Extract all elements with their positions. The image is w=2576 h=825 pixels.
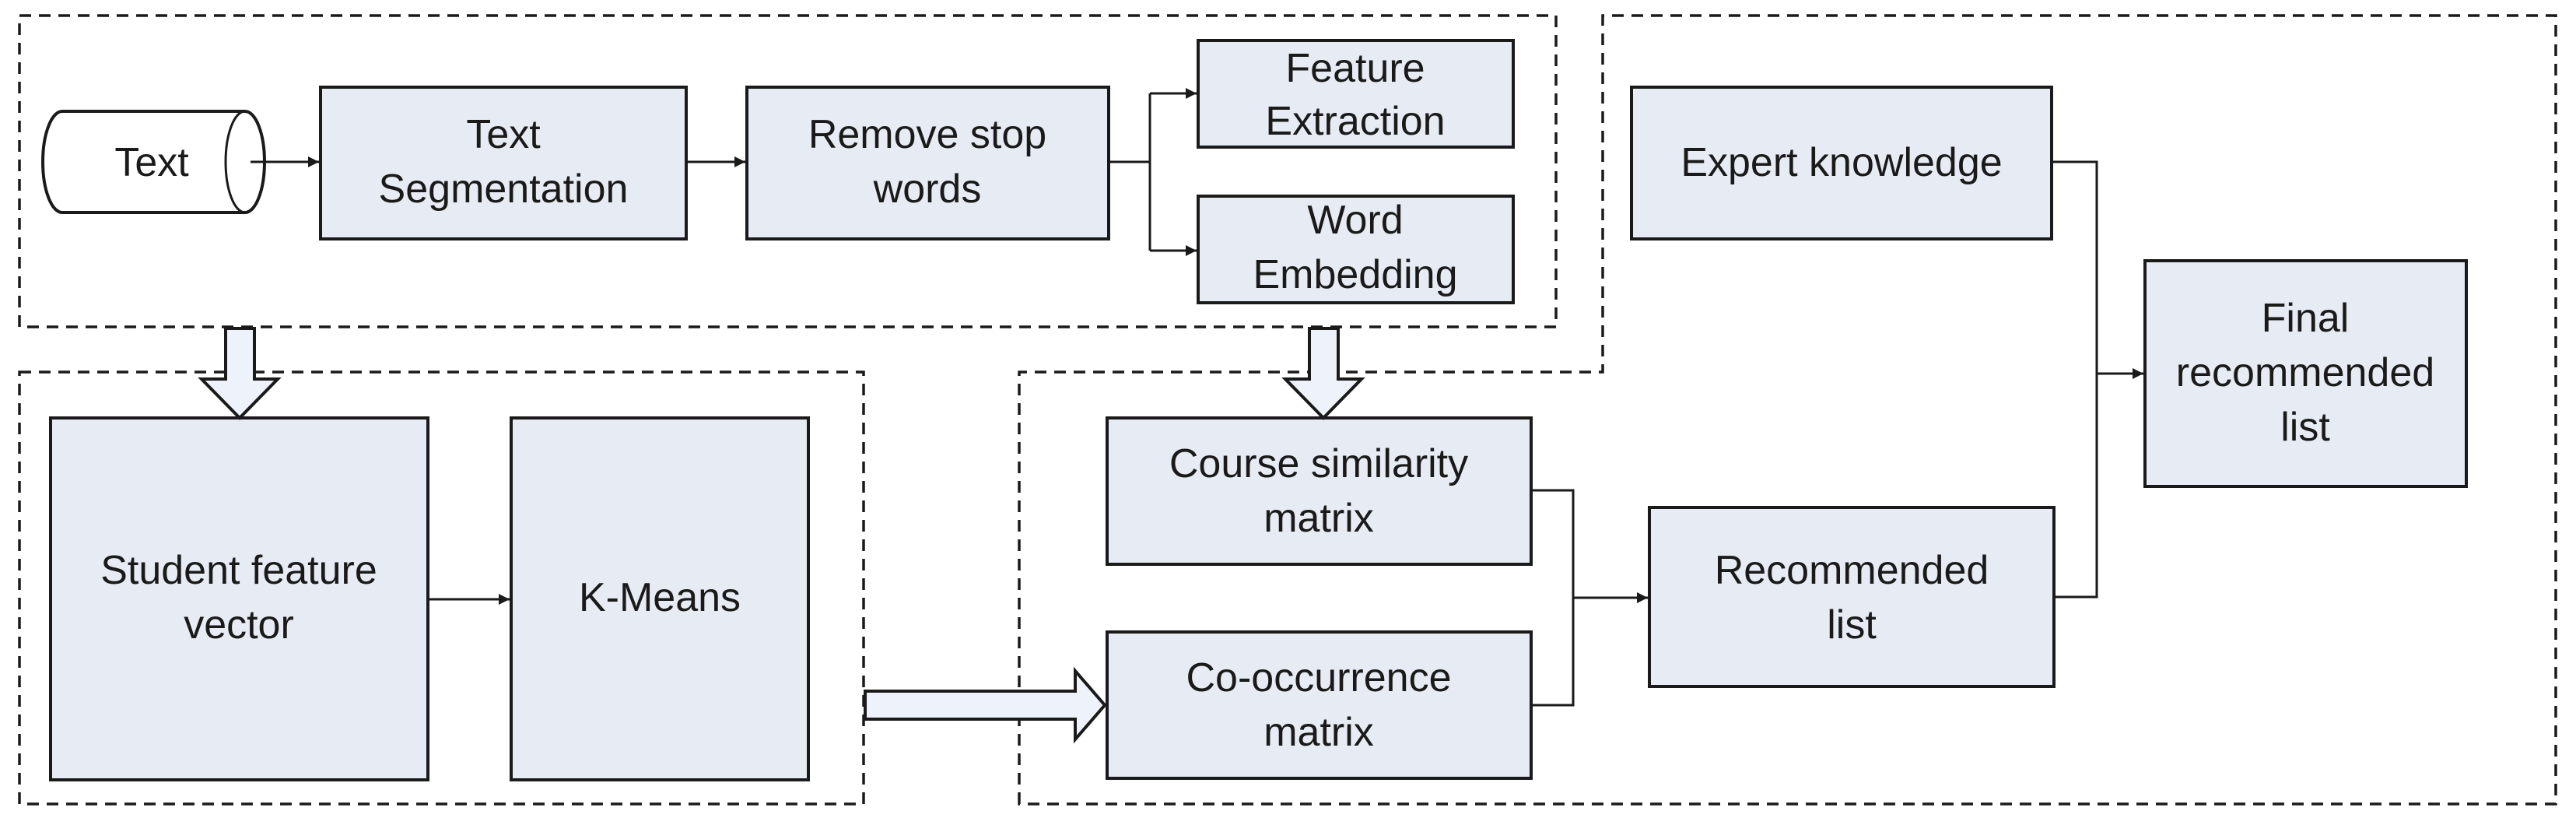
- text-source-label: Text: [114, 140, 189, 185]
- text-segmentation-box: Text Segmentation: [319, 86, 688, 240]
- word-embedding-box: Word Embedding: [1197, 195, 1515, 304]
- recommended-list-label-line2: list: [1827, 602, 1877, 648]
- remove-stop-words-label-line1: Remove stop: [808, 112, 1046, 157]
- text-source-cylinder: Text: [41, 110, 266, 214]
- text-segmentation-label-line2: Segmentation: [379, 167, 629, 212]
- text-segmentation-label-line1: Text: [466, 112, 541, 157]
- block-arrow-down-right: [1281, 327, 1365, 420]
- remove-stop-words-box: Remove stop words: [745, 86, 1110, 240]
- co-occurrence-matrix-box: Co-occurrence matrix: [1106, 630, 1533, 780]
- feature-extraction-label-line2: Extraction: [1265, 99, 1445, 144]
- student-feature-vector-box: Student feature vector: [49, 416, 429, 781]
- course-similarity-matrix-box: Course similarity matrix: [1106, 416, 1533, 566]
- student-feature-vector-label-line1: Student feature: [100, 548, 377, 593]
- k-means-label: K-Means: [579, 575, 741, 620]
- feature-extraction-box: Feature Extraction: [1197, 39, 1515, 149]
- final-recommended-list-label-line3: list: [2280, 405, 2330, 450]
- remove-stop-words-label-line2: words: [873, 167, 982, 212]
- text-processing-region: [18, 14, 1558, 328]
- connector-lists-merge: [2052, 160, 2108, 599]
- final-recommended-list-label-line2: recommended: [2176, 350, 2434, 395]
- word-embedding-label-line2: Embedding: [1253, 252, 1457, 297]
- co-occurrence-matrix-label-line1: Co-occurrence: [1186, 655, 1451, 700]
- feature-extraction-label-line1: Feature: [1285, 46, 1425, 91]
- block-arrow-right: [864, 666, 1107, 744]
- connector-stopwords-split: [1109, 93, 1151, 251]
- word-embedding-label-line1: Word: [1307, 198, 1403, 243]
- recommended-list-box: Recommended list: [1648, 506, 2056, 688]
- expert-knowledge-label: Expert knowledge: [1681, 140, 2002, 185]
- course-similarity-matrix-label-line1: Course similarity: [1169, 441, 1468, 486]
- expert-knowledge-box: Expert knowledge: [1630, 86, 2053, 240]
- co-occurrence-matrix-label-line2: matrix: [1263, 710, 1374, 755]
- final-recommended-list-box: Final recommended list: [2143, 259, 2468, 488]
- k-means-box: K-Means: [510, 416, 810, 781]
- final-recommended-list-label-line1: Final: [2262, 296, 2350, 341]
- recommended-list-label-line1: Recommended: [1715, 548, 1989, 593]
- connector-matrices-merge: [1531, 489, 1601, 707]
- student-feature-vector-label-line2: vector: [184, 602, 294, 648]
- clustering-region: [18, 370, 865, 806]
- block-arrow-down-left: [198, 327, 282, 420]
- course-similarity-matrix-label-line2: matrix: [1263, 496, 1374, 541]
- recommendation-region: [1018, 14, 2557, 806]
